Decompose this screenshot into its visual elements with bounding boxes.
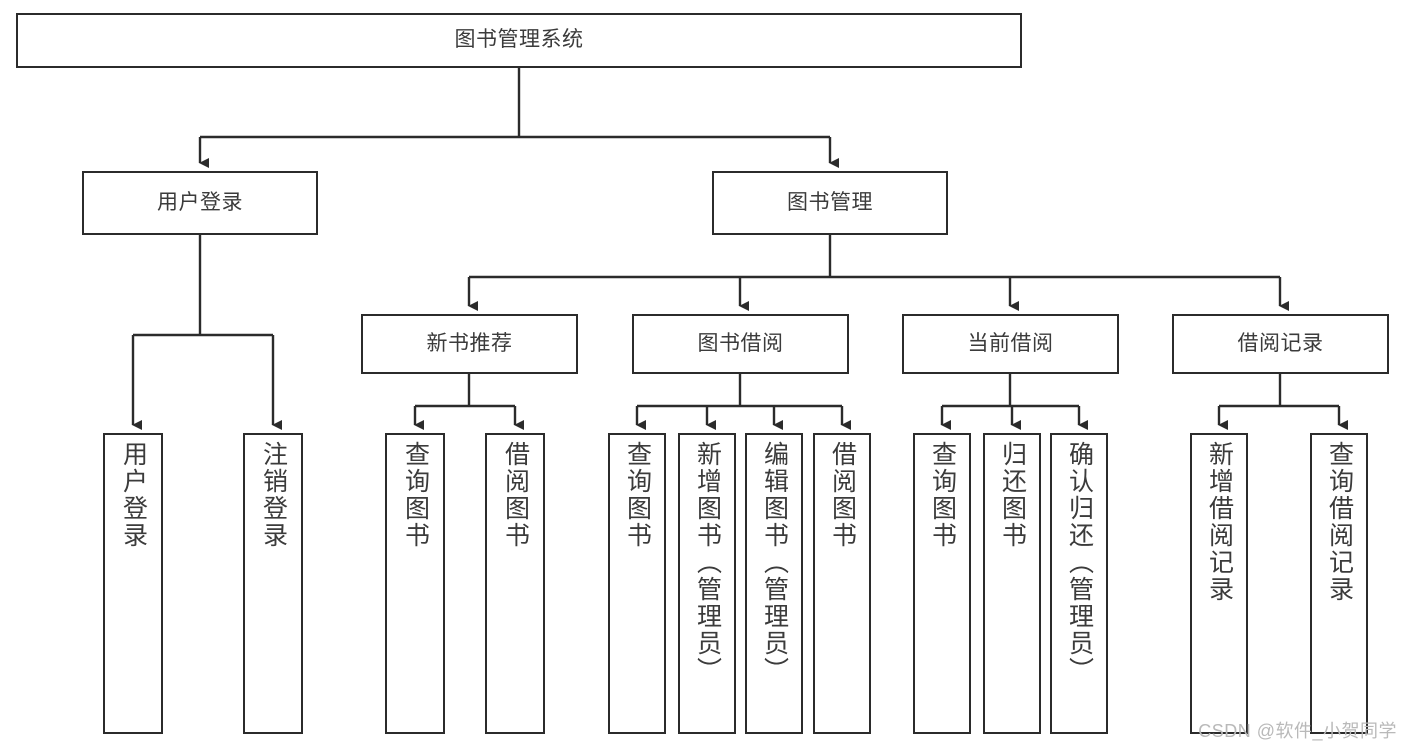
node-level2[interactable]: 图书管理 [712,171,948,235]
node-label: 借阅记录 [1237,331,1324,355]
node-label: 当前借阅 [967,331,1054,355]
node-leaf[interactable]: 查询图书 [913,433,971,734]
node-label: 图书管理系统 [454,28,584,52]
node-label: 借阅图书 [501,441,530,549]
node-label: 图书管理 [787,190,873,214]
node-level3[interactable]: 借阅记录 [1172,314,1389,374]
node-label: 用户登录 [157,190,243,214]
node-root[interactable]: 图书管理系统 [16,13,1022,68]
node-label: 新增图书（管理员） [693,441,722,684]
node-label: 查询图书 [623,441,652,549]
node-level3[interactable]: 图书借阅 [632,314,849,374]
node-level2[interactable]: 用户登录 [82,171,318,235]
watermark: CSDN @软件_小贺同学 [1198,721,1397,741]
node-label: 查询图书 [928,441,957,549]
node-leaf[interactable]: 查询借阅记录 [1310,433,1368,734]
node-leaf[interactable]: 用户登录 [103,433,163,734]
node-label: 查询图书 [401,441,430,549]
node-leaf[interactable]: 新增借阅记录 [1190,433,1248,734]
node-label: 归还图书 [998,441,1027,549]
node-label: 用户登录 [119,441,148,549]
node-leaf[interactable]: 查询图书 [608,433,666,734]
node-leaf[interactable]: 借阅图书 [813,433,871,734]
node-label: 新增借阅记录 [1205,441,1234,603]
node-label: 新书推荐 [426,331,513,355]
node-label: 图书借阅 [697,331,784,355]
node-label: 编辑图书（管理员） [760,441,789,684]
node-label: 查询借阅记录 [1325,441,1354,603]
node-leaf[interactable]: 归还图书 [983,433,1041,734]
node-label: 借阅图书 [828,441,857,549]
node-leaf[interactable]: 查询图书 [385,433,445,734]
node-leaf[interactable]: 确认归还（管理员） [1050,433,1108,734]
node-leaf[interactable]: 编辑图书（管理员） [745,433,803,734]
node-level3[interactable]: 新书推荐 [361,314,578,374]
node-leaf[interactable]: 新增图书（管理员） [678,433,736,734]
node-leaf[interactable]: 借阅图书 [485,433,545,734]
node-level3[interactable]: 当前借阅 [902,314,1119,374]
node-label: 确认归还（管理员） [1065,441,1094,684]
node-leaf[interactable]: 注销登录 [243,433,303,734]
node-label: 注销登录 [259,441,288,549]
